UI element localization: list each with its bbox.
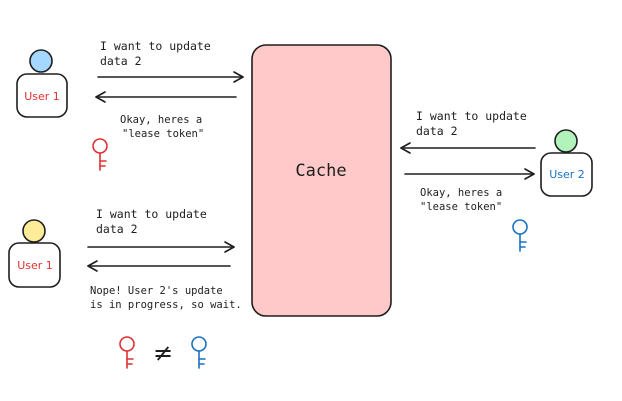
top-left-request: I want to update data 2 — [97, 39, 244, 83]
user-icon — [29, 49, 53, 73]
user-box — [16, 73, 68, 118]
cache-node: Cache — [251, 44, 392, 317]
arrow-left-icon — [95, 91, 237, 103]
svg-text:I want to update data 2: I want to update data 2 — [416, 109, 534, 138]
not-equal-symbol: ≠ — [153, 339, 173, 367]
message-line: "lease token" — [122, 128, 204, 140]
bottom-left-request: I want to update data 2 — [87, 207, 235, 253]
arrow-left-icon — [87, 260, 231, 272]
right-request: I want to update data 2 — [400, 109, 536, 154]
message-line: Nope! User 2's update — [90, 285, 223, 297]
svg-text:Okay, heres a "lease tok: Okay, heres a "lease token" — [420, 187, 509, 213]
right-response: Okay, heres a "lease token" — [404, 168, 535, 213]
user-right: User 2 — [540, 129, 593, 197]
arrow-right-icon — [87, 241, 235, 253]
key-icon — [119, 336, 135, 369]
message-line: data 2 — [416, 124, 458, 138]
svg-text:I want to update data 2: I want to update data 2 — [96, 207, 214, 236]
user-icon — [554, 129, 578, 153]
arrow-right-icon — [97, 71, 244, 83]
user-label: User 1 — [24, 90, 60, 103]
svg-text:I want to update data 2: I want to update data 2 — [100, 39, 218, 68]
key-icon — [191, 336, 207, 369]
message-line: I want to update — [96, 207, 207, 221]
key-icon — [92, 138, 108, 171]
arrow-left-icon — [400, 142, 536, 154]
message-line: Okay, heres a — [120, 114, 202, 126]
svg-text:Nope! User 2's update is: Nope! User 2's update is in progress, so… — [90, 285, 242, 311]
message-line: "lease token" — [420, 201, 502, 213]
user-box — [8, 242, 61, 288]
user-icon — [22, 219, 46, 243]
cache-label: Cache — [295, 161, 346, 181]
cache-box — [251, 44, 392, 317]
message-line: data 2 — [96, 222, 138, 236]
top-left-response: Okay, heres a "lease token" — [95, 91, 237, 140]
user-label: User 2 — [549, 168, 585, 181]
message-line: Okay, heres a — [420, 187, 502, 199]
user-box — [540, 152, 593, 197]
bottom-left-response: Nope! User 2's update is in progress, so… — [87, 260, 242, 311]
key-comparison: ≠ — [119, 336, 207, 369]
user-label: User 1 — [17, 259, 53, 272]
message-line: I want to update — [100, 39, 211, 53]
user-bottom-left: User 1 — [8, 219, 61, 288]
message-line: is in progress, so wait. — [90, 299, 242, 311]
message-line: data 2 — [100, 54, 142, 68]
key-icon — [512, 219, 528, 252]
message-line: I want to update — [416, 109, 527, 123]
svg-text:Okay, heres a "lease tok: Okay, heres a "lease token" — [120, 114, 209, 140]
user-top-left: User 1 — [16, 49, 68, 118]
arrow-right-icon — [404, 168, 535, 180]
